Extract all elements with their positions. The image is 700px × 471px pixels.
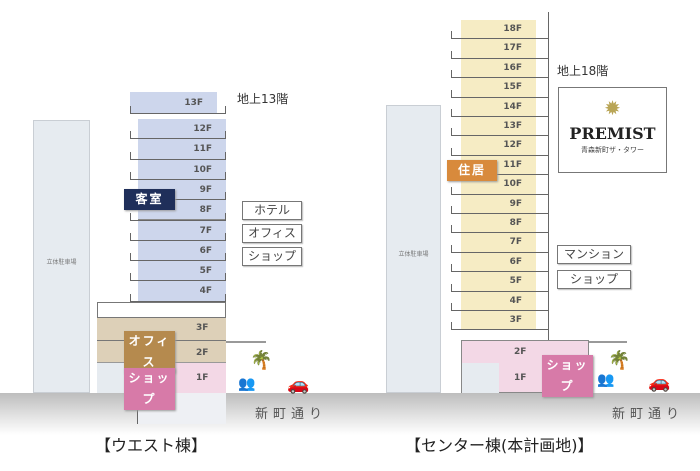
floor-bracket xyxy=(451,264,549,273)
brand-name: PREMIST xyxy=(569,124,656,143)
people-icon: 👥 xyxy=(597,372,615,388)
car-icon: 🚗 xyxy=(287,374,310,395)
floor-bracket xyxy=(130,273,226,282)
parking-label: 立体駐車場 xyxy=(46,258,77,266)
guest-rooms-tag: 客室 xyxy=(124,189,175,210)
floor-bracket xyxy=(451,70,549,79)
residence-tag: 住居 xyxy=(447,160,497,181)
tree-icon: 🌴 xyxy=(608,350,631,371)
center-parking-building: 立体駐車場 xyxy=(386,105,441,393)
floor-bracket xyxy=(130,253,226,262)
floor-bracket xyxy=(451,225,549,234)
floor-bracket xyxy=(451,128,549,137)
car-icon: 🚗 xyxy=(648,372,671,393)
west-caption: 【ウエスト棟】 xyxy=(95,436,208,455)
floor-bracket xyxy=(130,293,226,302)
canopy xyxy=(589,341,627,343)
legend-hotel: ホテル xyxy=(242,201,302,220)
brand-subtitle: 青森新町ザ・タワー xyxy=(581,146,644,154)
floor-label: 2F xyxy=(514,347,527,357)
street-label: 新町通り xyxy=(255,407,328,422)
floor-bracket xyxy=(130,212,226,221)
legend-office: オフィス xyxy=(242,224,302,243)
floor-bracket xyxy=(130,131,226,140)
floor-bracket xyxy=(130,171,226,180)
floor-bracket xyxy=(451,50,549,59)
premist-logo: ✹ PREMIST 青森新町ザ・タワー xyxy=(558,87,667,173)
street-label: 新町通り xyxy=(612,407,685,422)
floor-bracket xyxy=(451,186,549,195)
height-note: 地上18階 xyxy=(557,64,609,78)
shop-tag: ショップ xyxy=(124,368,175,410)
floor-bracket xyxy=(451,322,549,331)
floor-bracket xyxy=(451,147,549,156)
west-parking-building: 立体駐車場 xyxy=(33,120,90,393)
center-tower-edge xyxy=(548,12,549,340)
floor-bracket xyxy=(451,31,549,40)
floor-bracket xyxy=(130,151,226,160)
floor-label: 2F xyxy=(196,348,209,358)
height-note: 地上13階 xyxy=(237,92,289,106)
office-tag: オフィス xyxy=(124,331,175,373)
floor-bracket xyxy=(451,109,549,117)
parking-label: 立体駐車場 xyxy=(398,251,429,258)
floor-bracket xyxy=(451,283,549,292)
floor-label: 1F xyxy=(514,373,527,383)
west-podium-top xyxy=(97,302,226,318)
shop-tag: ショップ xyxy=(542,355,593,397)
floor-bracket xyxy=(451,303,549,311)
canopy xyxy=(226,341,266,343)
floor-bracket xyxy=(451,206,549,214)
legend-shop: ショップ xyxy=(242,247,302,266)
legend-shop: ショップ xyxy=(557,270,631,289)
road xyxy=(0,393,700,435)
floor-label: 1F xyxy=(196,373,209,383)
floor-label: 3F xyxy=(196,323,209,333)
floor-bracket xyxy=(451,89,549,98)
legend-mansion: マンション xyxy=(557,245,631,264)
floor-bracket xyxy=(130,106,226,114)
tree-icon: 🌴 xyxy=(250,350,273,371)
people-icon: 👥 xyxy=(238,376,256,392)
logo-emblem-icon: ✹ xyxy=(604,96,621,120)
floor-bracket xyxy=(130,232,226,241)
center-caption: 【センター棟(本計画地)】 xyxy=(405,436,594,455)
floor-bracket xyxy=(451,244,549,253)
